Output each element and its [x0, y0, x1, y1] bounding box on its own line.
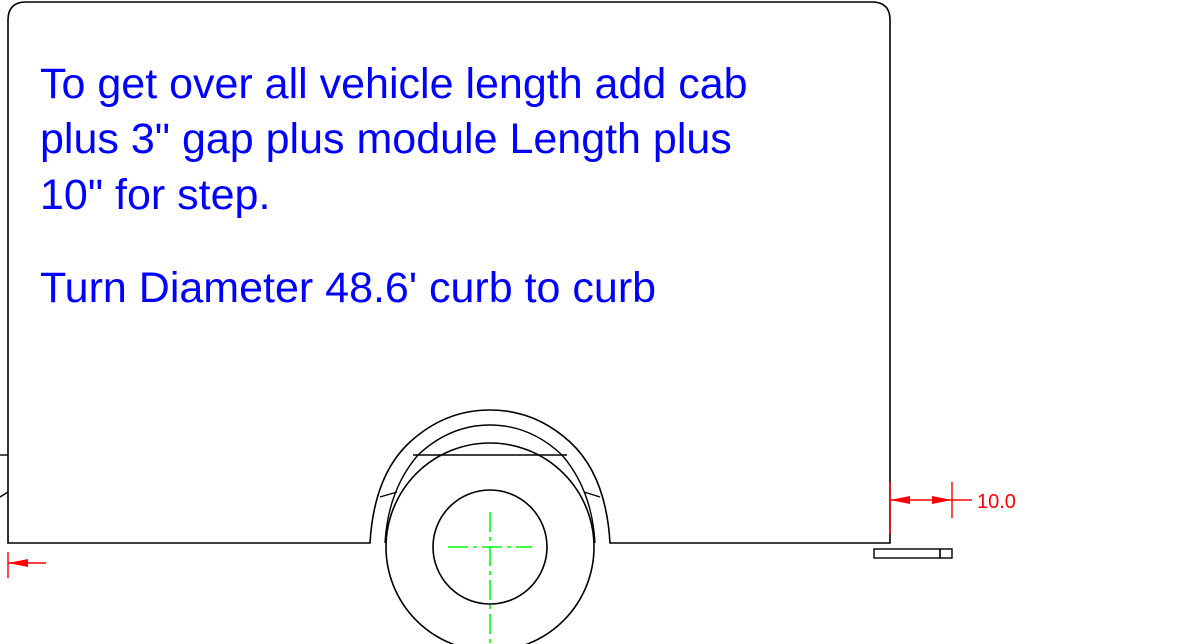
dimension-arrowhead: [8, 559, 28, 567]
wheel-rim-circle: [432, 489, 548, 605]
wheel-well-inner-arc: [384, 424, 596, 544]
note-line-3: 10" for step.: [40, 171, 270, 219]
cab-edge-line: [0, 491, 9, 498]
fender-trim-line: [379, 491, 398, 498]
dimension-arrowhead: [890, 496, 910, 504]
note-line-1: To get over all vehicle length add cab: [40, 60, 748, 108]
dimension-arrowhead: [932, 496, 952, 504]
rear-step: [873, 548, 941, 559]
fender-trim-line: [583, 491, 601, 498]
tire-outer-circle: [385, 442, 595, 644]
rear-step-end: [939, 548, 953, 559]
note-line-2: plus 3" gap plus module Length plus: [40, 115, 732, 163]
turn-diameter-note: Turn Diameter 48.6' curb to curb: [40, 264, 656, 312]
dimension-value: 10.0: [977, 491, 1016, 513]
module-body-outline: [7, 1, 891, 544]
